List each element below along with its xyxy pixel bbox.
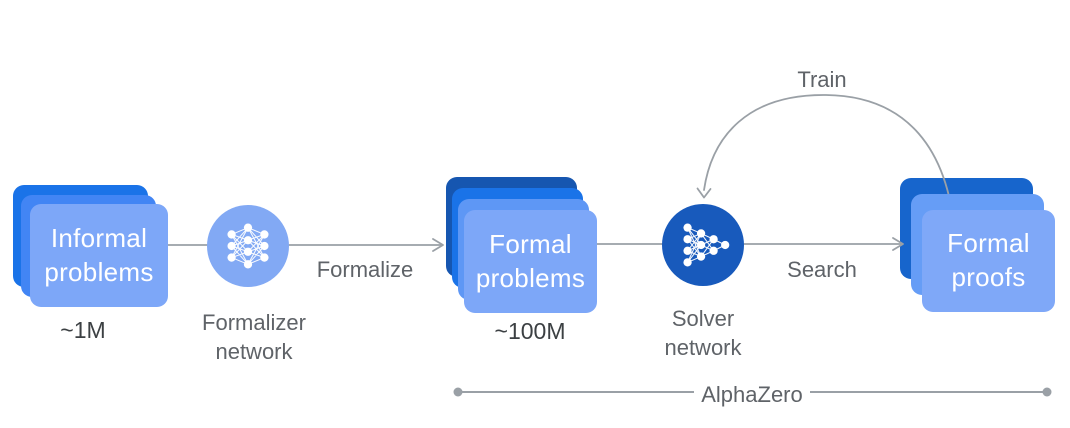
train-arc [703, 94, 956, 236]
connector-lines [167, 94, 956, 252]
train-label: Train [797, 67, 847, 92]
alphazero-label: AlphaZero [701, 382, 803, 407]
alphazero-dot-left [453, 387, 463, 397]
search-label: Search [787, 257, 857, 282]
formalize-label: Formalize [316, 257, 414, 282]
formal-problems-count: ~100M [494, 318, 566, 344]
alphazero-bracket [453, 387, 1052, 397]
formal-proofs-card: Formal proofs [922, 210, 1055, 312]
search-arrowhead [892, 237, 904, 251]
informal-problems-count: ~1M [60, 317, 106, 343]
formal-problems-card: Formal problems [464, 210, 597, 313]
alphazero-dot-right [1042, 387, 1052, 397]
formalize-arrowhead [432, 238, 444, 252]
formalizer-network-node [207, 205, 289, 287]
train-arrowhead [696, 187, 712, 199]
formalizer-network-label: Formalizer network [202, 310, 306, 365]
neural-network-icon [683, 223, 730, 267]
formal-problems-label: Formal problems [475, 228, 586, 293]
informal-problems-card: Informal problems [30, 204, 168, 307]
informal-problems-label: Informal problems [44, 222, 154, 287]
solver-network-node [662, 204, 744, 286]
formal-proofs-label: Formal proofs [947, 228, 1030, 292]
solver-network-label: Solver network [664, 306, 742, 361]
neural-network-icon [227, 223, 269, 269]
